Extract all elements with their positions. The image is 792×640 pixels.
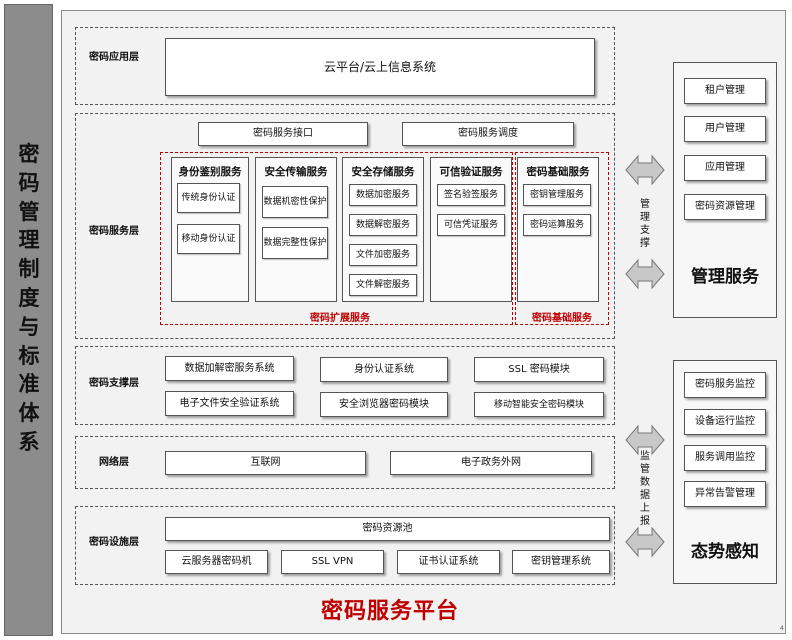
- trusted-verify-title: 可信验证服务: [439, 166, 503, 178]
- app-mgmt-box: 应用管理: [684, 155, 766, 181]
- support-layer: [75, 346, 615, 425]
- management-panel: [673, 62, 777, 318]
- file-decrypt-box: 文件解密服务: [349, 274, 417, 296]
- network-layer: [75, 436, 615, 489]
- mobile-smart-module-box: 移动智能安全密码模块: [474, 392, 604, 417]
- ssl-vpn-box: SSL VPN: [281, 550, 384, 574]
- data-integrity-box: 数据完整性保护: [262, 227, 328, 259]
- crypto-pool-box: 密码资源池: [165, 517, 610, 541]
- service-layer: [75, 113, 615, 339]
- service-monitor-box: 密码服务监控: [684, 372, 766, 398]
- side-title: 密码管理制度与标准体系: [18, 141, 40, 454]
- call-monitor-box: 服务调用监控: [684, 445, 766, 471]
- secure-storage-title: 安全存储服务: [351, 166, 415, 178]
- crypto-basic-title: 密码基础服务: [526, 166, 590, 178]
- mgmt-support-label: 管理支撑: [640, 199, 650, 249]
- tenant-mgmt-box: 租户管理: [684, 78, 766, 104]
- key-mgmt-system-box: 密钥管理系统: [512, 550, 610, 574]
- support-layer-label: 密码支撑层: [89, 378, 139, 389]
- data-confidentiality-box: 数据机密性保护: [262, 186, 328, 218]
- network-layer-label: 网络层: [99, 457, 129, 468]
- mobile-auth-box: 移动身份认证: [177, 224, 240, 254]
- ssl-module-box: SSL 密码模块: [474, 357, 604, 382]
- identity-auth-system-box: 身份认证系统: [320, 357, 448, 382]
- report-label: 监管数据上报: [640, 451, 650, 527]
- infra-layer-label: 密码设施层: [89, 537, 139, 548]
- cloud-platform-box: 云平台/云上信息系统: [165, 38, 595, 96]
- identity-auth-title: 身份鉴别服务: [178, 166, 242, 178]
- management-title: 管理服务: [691, 267, 759, 287]
- egov-network-box: 电子政务外网: [390, 451, 592, 475]
- extended-services-region: [160, 152, 513, 325]
- e-document-verify-box: 电子文件安全验证系统: [165, 391, 294, 416]
- user-mgmt-box: 用户管理: [684, 116, 766, 142]
- mgmt-arrow-upper-icon: [625, 154, 665, 186]
- data-crypto-system-box: 数据加解密服务系统: [165, 356, 294, 381]
- basic-services-label: 密码基础服务: [532, 313, 592, 324]
- cert-auth-system-box: 证书认证系统: [397, 550, 500, 574]
- crypto-resource-mgmt-box: 密码资源管理: [684, 194, 766, 220]
- mgmt-arrow-lower-icon: [625, 258, 665, 290]
- traditional-auth-box: 传统身份认证: [177, 183, 240, 213]
- platform-title: 密码服务平台: [320, 598, 459, 624]
- file-encrypt-box: 文件加密服务: [349, 244, 417, 266]
- internet-box: 互联网: [165, 451, 366, 475]
- infra-layer: [75, 506, 615, 585]
- service-interface-box: 密码服务接口: [198, 122, 368, 146]
- device-monitor-box: 设备运行监控: [684, 409, 766, 435]
- crypto-operation-box: 密码运算服务: [523, 214, 591, 236]
- data-encrypt-box: 数据加密服务: [349, 184, 417, 206]
- awareness-title: 态势感知: [691, 542, 759, 562]
- key-management-service-box: 密钥管理服务: [523, 184, 591, 206]
- sign-verify-box: 签名验签服务: [437, 184, 505, 206]
- cloud-hsm-box: 云服务器密码机: [165, 550, 268, 574]
- extended-services-label: 密码扩展服务: [310, 313, 370, 324]
- service-layer-label: 密码服务层: [89, 226, 139, 237]
- secure-browser-module-box: 安全浏览器密码模块: [320, 392, 448, 417]
- report-arrow-upper-icon: [625, 424, 665, 456]
- trusted-credential-box: 可信凭证服务: [437, 214, 505, 236]
- side-title-bar: [4, 4, 53, 636]
- service-scheduling-box: 密码服务调度: [402, 122, 574, 146]
- data-decrypt-box: 数据解密服务: [349, 214, 417, 236]
- application-layer: [75, 27, 615, 105]
- page-number: 4: [780, 625, 784, 632]
- application-layer-label: 密码应用层: [89, 52, 139, 63]
- alarm-mgmt-box: 异常告警管理: [684, 481, 766, 507]
- secure-transfer-title: 安全传输服务: [264, 166, 328, 178]
- report-arrow-lower-icon: [625, 526, 665, 558]
- basic-services-region: [515, 152, 609, 325]
